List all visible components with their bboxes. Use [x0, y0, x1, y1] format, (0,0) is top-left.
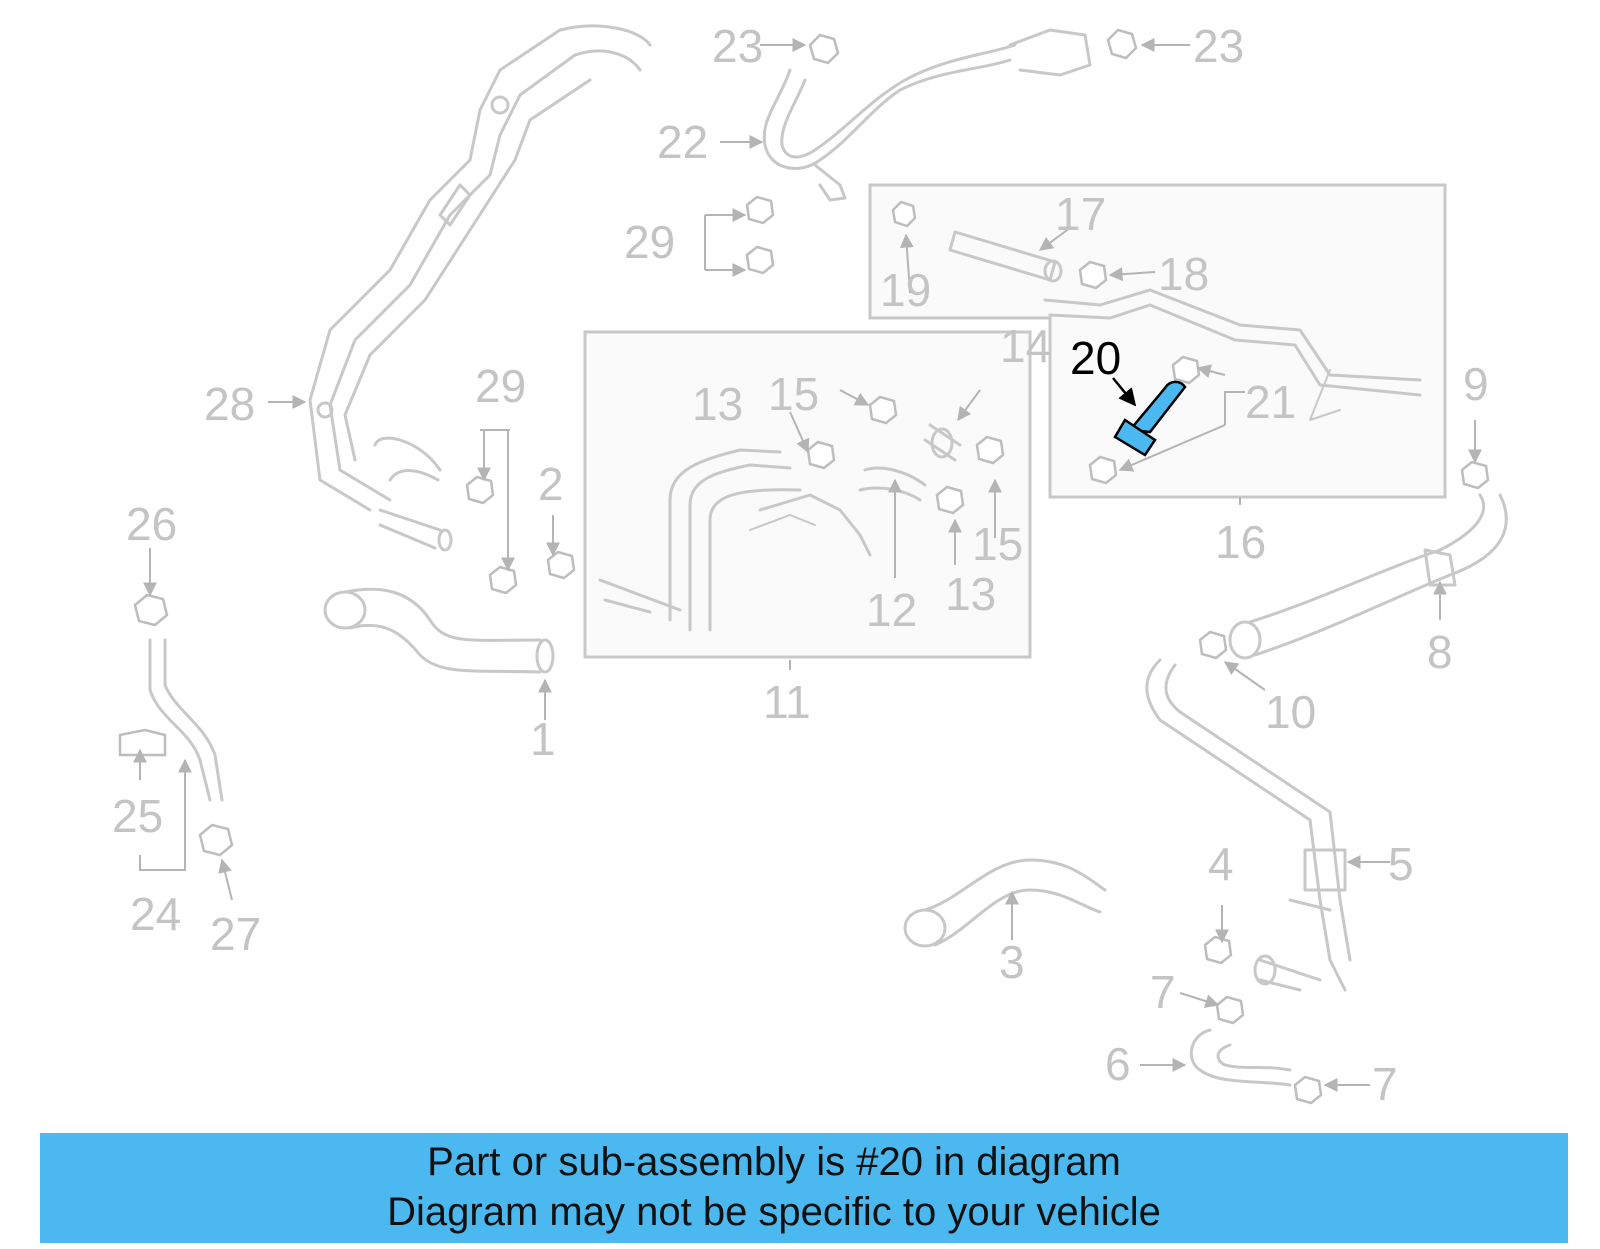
callout-9: 9	[1463, 358, 1489, 410]
callout-16: 16	[1215, 516, 1266, 568]
clamp-15-right	[975, 435, 1005, 465]
clamp-4	[1203, 935, 1233, 965]
part-11-pipe-assembly	[598, 423, 962, 632]
clamp-19	[891, 200, 917, 228]
part-22-hose	[762, 28, 1092, 202]
callout-1: 1	[530, 713, 556, 765]
clamp-29-top-b	[745, 245, 775, 275]
callout-13-top: 13	[692, 378, 743, 430]
callout-20: 20	[1070, 332, 1121, 384]
callout-23-left: 23	[712, 20, 763, 72]
callout-14: 14	[1000, 320, 1051, 372]
callout-7-bottom: 7	[1372, 1058, 1398, 1110]
callout-11: 11	[763, 676, 811, 728]
clamp-7-top	[1215, 995, 1245, 1025]
callout-25: 25	[112, 790, 163, 842]
callout-labels: 23 23 22 29 17 18 19 20 21 16 9 8 10 5 4…	[112, 20, 1489, 1110]
part-8-hose	[1228, 493, 1508, 660]
clamp-15-top	[868, 395, 898, 425]
clamp-7-bottom	[1293, 1075, 1323, 1105]
callout-21: 21	[1245, 376, 1296, 428]
callout-29-left: 29	[475, 360, 526, 412]
callout-4: 4	[1208, 838, 1234, 890]
callout-18: 18	[1158, 248, 1209, 300]
part-16-pipe	[1043, 288, 1422, 421]
callout-22: 22	[657, 116, 708, 168]
clamp-21-bottom	[1088, 455, 1118, 485]
part-24-tube	[148, 638, 224, 802]
callout-3: 3	[999, 936, 1025, 988]
box-subassembly-16	[868, 183, 1447, 499]
leader-20	[1112, 377, 1137, 407]
callout-26: 26	[126, 498, 177, 550]
clamp-26	[133, 593, 169, 627]
part-6-hose	[1189, 1028, 1292, 1087]
part-1-hose	[323, 587, 555, 674]
callout-29-top: 29	[624, 216, 675, 268]
callout-24: 24	[130, 888, 181, 940]
clamp-23-left	[808, 33, 840, 65]
part-info-line-2: Diagram may not be specific to your vehi…	[387, 1190, 1161, 1234]
clamp-29-left-b	[488, 565, 518, 595]
part-info-banner: Part or sub-assembly is #20 in diagram D…	[40, 1133, 1568, 1243]
callout-10: 10	[1265, 686, 1316, 738]
clamp-29-top-a	[745, 195, 775, 225]
clip-25	[118, 728, 167, 757]
clamp-10	[1198, 630, 1228, 660]
callout-12: 12	[866, 584, 917, 636]
part-20-hose-highlighted	[1113, 380, 1187, 457]
clamp-21-top	[1171, 355, 1201, 385]
callout-8: 8	[1427, 626, 1453, 678]
leader-lines	[133, 38, 1482, 1092]
callout-15-top: 15	[768, 368, 819, 420]
callout-6: 6	[1105, 1038, 1131, 1090]
callout-19: 19	[880, 264, 931, 316]
clamp-29-left-a	[465, 475, 495, 505]
callout-5: 5	[1388, 838, 1414, 890]
clamp-23-right	[1106, 28, 1138, 60]
clamp-9	[1460, 460, 1490, 490]
callout-23-right: 23	[1193, 20, 1244, 72]
part-28-pipe-assembly	[308, 24, 652, 552]
clamp-18	[1078, 260, 1108, 290]
callout-17: 17	[1055, 188, 1106, 240]
callout-13-right: 13	[945, 568, 996, 620]
part-17-tube	[948, 230, 1063, 283]
clamp-2	[546, 550, 576, 580]
callout-15-right: 15	[972, 518, 1023, 570]
callout-27: 27	[210, 908, 261, 960]
part-5-pipe	[1145, 658, 1352, 992]
callout-2: 2	[538, 458, 564, 510]
part-3-hose	[903, 858, 1107, 948]
callout-7-top: 7	[1150, 966, 1176, 1018]
clamp-13-right	[935, 485, 965, 515]
clamp-27	[198, 823, 234, 857]
part-info-line-1: Part or sub-assembly is #20 in diagram	[427, 1140, 1121, 1184]
clamp-13-top	[806, 440, 836, 470]
callout-28: 28	[204, 378, 255, 430]
